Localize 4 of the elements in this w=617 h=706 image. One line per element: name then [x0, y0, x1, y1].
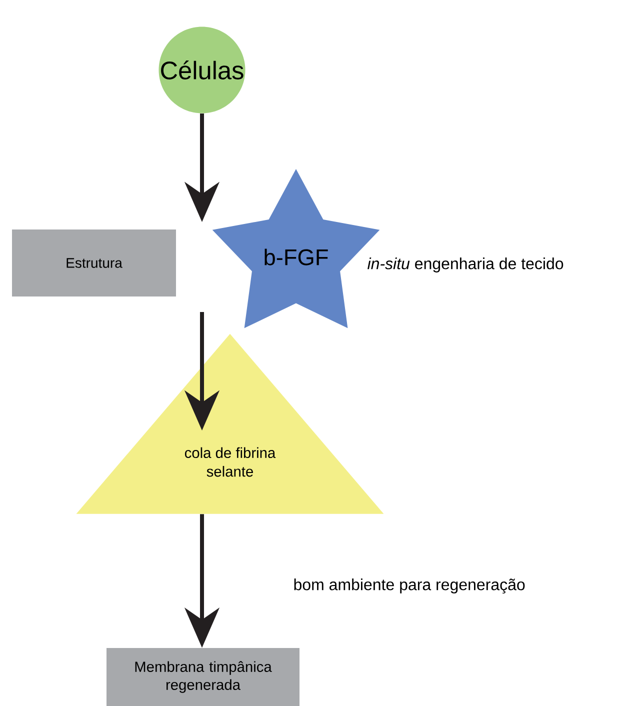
scaffold-box: Estrutura	[12, 230, 176, 296]
note-text: bom ambiente para regeneração	[294, 578, 525, 594]
sealant-triangle: cola de fibrina selante	[76, 334, 384, 514]
membrane-box: Membrana timpânica regenerada	[106, 648, 300, 706]
